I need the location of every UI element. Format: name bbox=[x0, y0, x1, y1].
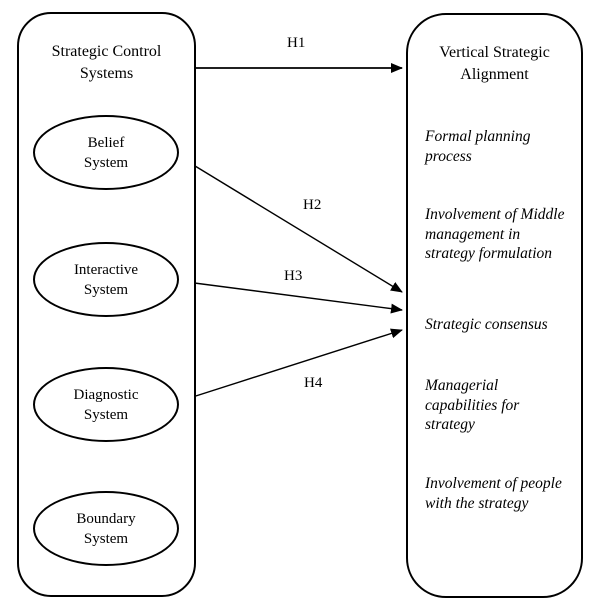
item-involvement-middle-management: Involvement of Middle management in stra… bbox=[425, 206, 565, 262]
diagnostic-system-label: Diagnostic System bbox=[73, 386, 139, 423]
hypothesis-label-h1: H1 bbox=[287, 35, 306, 51]
item-managerial-capabilities: Managerial capabilities for strategy bbox=[425, 377, 520, 433]
boundary-system-label: Boundary System bbox=[76, 510, 136, 547]
diagnostic-system-ellipse: Diagnostic System bbox=[33, 367, 179, 442]
hypothesis-label-h3: H3 bbox=[284, 268, 303, 284]
belief-system-label: Belief System bbox=[83, 134, 129, 171]
right-box-title: Vertical Strategic Alignment bbox=[439, 44, 550, 83]
item-involvement-of-people: Involvement of people with the strategy bbox=[425, 475, 562, 512]
hypothesis-label-h2: H2 bbox=[303, 197, 322, 213]
interactive-system-ellipse: Interactive System bbox=[33, 242, 179, 317]
item-formal-planning-process: Formal planning process bbox=[425, 128, 531, 165]
arrow-h3 bbox=[178, 280, 403, 314]
interactive-system-label: Interactive System bbox=[73, 261, 139, 298]
arrow-h4 bbox=[176, 328, 403, 403]
belief-system-ellipse: Belief System bbox=[33, 115, 179, 190]
item-strategic-consensus: Strategic consensus bbox=[425, 316, 548, 333]
vertical-strategic-alignment-box: Vertical Strategic Alignment Formal plan… bbox=[406, 13, 583, 598]
left-box-title: Strategic Control Systems bbox=[51, 43, 162, 82]
boundary-system-ellipse: Boundary System bbox=[33, 491, 179, 566]
hypothesis-label-h4: H4 bbox=[304, 375, 323, 391]
